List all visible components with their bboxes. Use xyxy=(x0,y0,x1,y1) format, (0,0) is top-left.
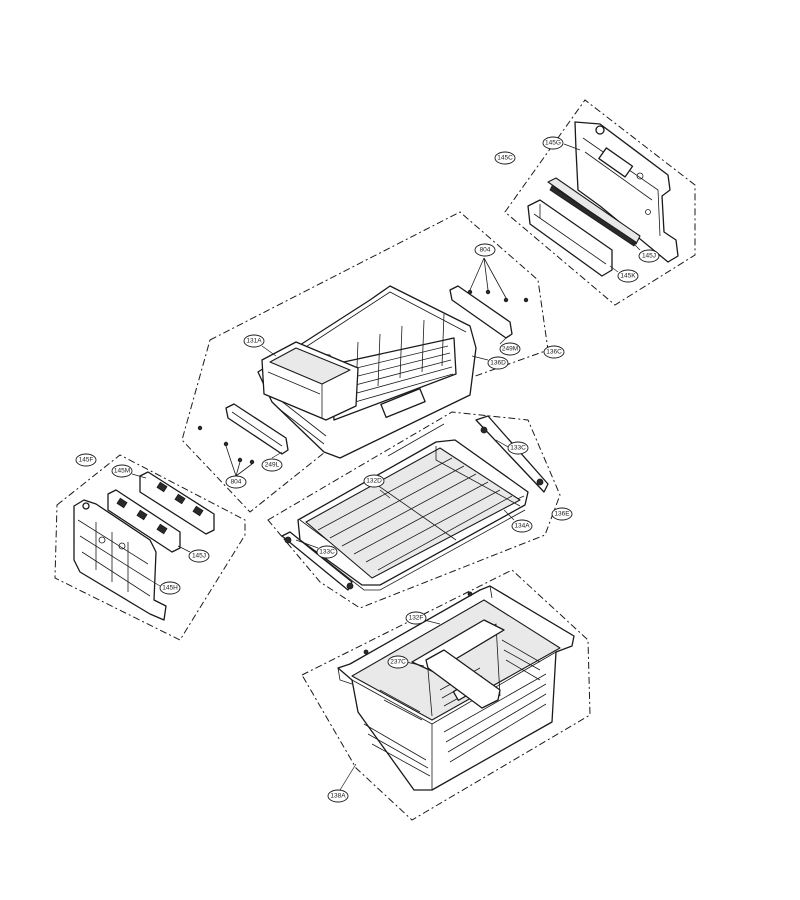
slide-bracket-249L xyxy=(197,403,289,477)
shelf-rails xyxy=(281,415,549,591)
callout-145G: 145G xyxy=(542,136,581,151)
callout-136D: 136D xyxy=(471,355,509,370)
rail-bracket-145H xyxy=(73,499,167,621)
callout-133C-right: 133C xyxy=(495,439,529,455)
callout-145C: 145C xyxy=(494,151,516,165)
callout-804-bottom: 804 xyxy=(225,475,247,489)
callout-132F: 132F xyxy=(405,611,441,625)
callout-132D: 132D xyxy=(363,474,391,499)
svg-text:145C: 145C xyxy=(497,155,513,162)
callout-249L: 249L xyxy=(261,451,283,472)
svg-text:804: 804 xyxy=(231,479,242,486)
rail-145M xyxy=(139,471,215,535)
storage-box-131A xyxy=(261,341,359,421)
shelf-134A xyxy=(297,439,529,591)
callout-145J-top: 145J xyxy=(631,241,660,263)
svg-text:131A: 131A xyxy=(246,338,262,345)
callout-145K: 145K xyxy=(609,265,639,283)
svg-text:133C: 133C xyxy=(510,445,526,452)
svg-text:145M: 145M xyxy=(114,468,130,475)
group-145F: 145F 145M 145J 145H xyxy=(54,453,246,641)
callout-145J-left: 145J xyxy=(177,545,210,563)
group-145C: 145C 145G 145J 145K xyxy=(494,99,696,306)
callout-138A: 138A xyxy=(327,763,357,803)
group-145F-boundary xyxy=(54,454,246,641)
svg-text:136E: 136E xyxy=(554,511,570,518)
svg-text:145H: 145H xyxy=(162,585,178,592)
callout-133C-left: 133C xyxy=(295,539,338,559)
callout-804-top: 804 xyxy=(474,243,496,257)
group-136E: 133C 132D 136E 134A 133C xyxy=(267,411,573,609)
callout-134A: 134A xyxy=(503,509,533,533)
svg-text:132F: 132F xyxy=(409,615,424,622)
svg-text:145K: 145K xyxy=(620,273,636,280)
callout-249M: 249M xyxy=(499,335,521,356)
svg-text:132D: 132D xyxy=(366,478,382,485)
svg-text:138A: 138A xyxy=(330,793,346,800)
svg-text:133C: 133C xyxy=(319,549,335,556)
svg-text:145F: 145F xyxy=(79,457,94,464)
rail-145K xyxy=(527,199,613,277)
svg-text:237C: 237C xyxy=(390,659,406,666)
svg-text:249M: 249M xyxy=(502,346,518,353)
callout-131A: 131A xyxy=(243,334,277,357)
svg-text:136C: 136C xyxy=(546,349,562,356)
callout-145H: 145H xyxy=(149,579,181,595)
callout-145F: 145F xyxy=(75,453,97,467)
svg-text:134A: 134A xyxy=(514,523,530,530)
callout-145M: 145M xyxy=(111,464,147,479)
divider-237C xyxy=(363,591,501,709)
svg-text:145G: 145G xyxy=(545,140,561,147)
svg-text:145J: 145J xyxy=(642,253,656,260)
slide-bracket-249M xyxy=(449,257,529,339)
svg-text:145J: 145J xyxy=(192,553,206,560)
group-136C: 804 249M 136D 136C 131A 249L 804 xyxy=(181,211,565,513)
svg-text:804: 804 xyxy=(480,247,491,254)
svg-text:249L: 249L xyxy=(265,462,280,469)
rail-145J-left xyxy=(107,489,181,553)
callout-136C: 136C xyxy=(543,345,565,359)
rail-145J xyxy=(547,177,641,247)
rail-bracket-145G xyxy=(574,121,679,263)
group-138A-boundary xyxy=(301,569,591,821)
group-138A: 132F 237C 138A xyxy=(301,569,591,821)
group-145C-boundary xyxy=(504,99,696,306)
callout-136E: 136E xyxy=(551,507,573,521)
callout-237C: 237C xyxy=(387,655,425,669)
svg-text:136D: 136D xyxy=(490,360,506,367)
